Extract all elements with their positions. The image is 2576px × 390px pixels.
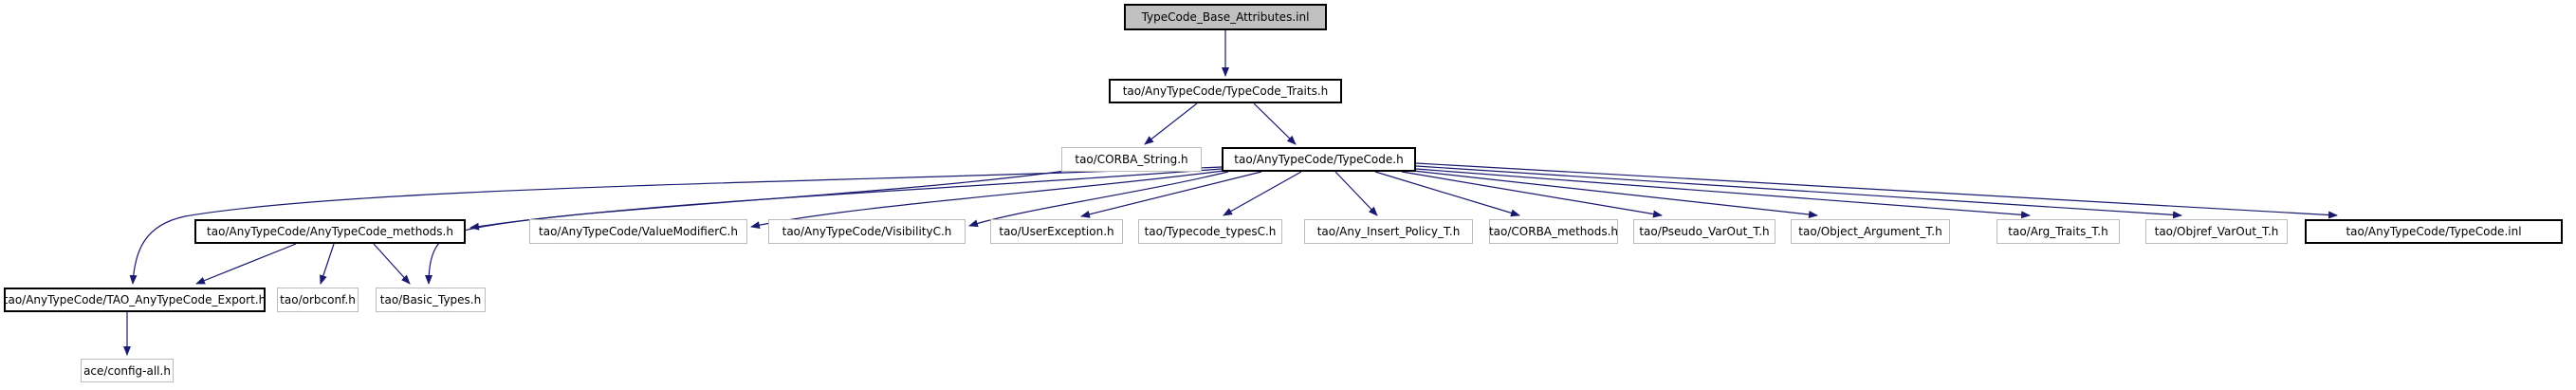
node-basic_types-label: tao/Basic_Types.h: [379, 293, 482, 306]
edge-typecode_h-userexc: [1080, 171, 1262, 218]
node-visibility: tao/AnyTypeCode/VisibilityC.h: [768, 219, 966, 244]
node-typecode_h[interactable]: tao/AnyTypeCode/TypeCode.h: [1222, 147, 1416, 172]
node-export[interactable]: tao/AnyTypeCode/TAO_AnyTypeCode_Export.h: [4, 288, 266, 312]
node-arg_traits-label: tao/Arg_Traits_T.h: [2008, 225, 2108, 238]
node-objref-label: tao/Objref_VarOut_T.h: [2154, 225, 2279, 238]
node-typecode_h-label: tao/AnyTypeCode/TypeCode.h: [1234, 153, 1404, 166]
edge-typecode_h-visibility: [968, 171, 1229, 228]
edge-corba_string-basic_types: [425, 170, 1067, 285]
node-pseudo: tao/Pseudo_VarOut_T.h: [1633, 219, 1776, 244]
node-ace-label: ace/config-all.h: [83, 363, 171, 378]
node-object_arg-label: tao/Object_Argument_T.h: [1798, 225, 1942, 238]
node-orbconf-label: tao/orbconf.h: [280, 293, 356, 306]
node-any_insert-label: tao/Any_Insert_Policy_T.h: [1316, 225, 1461, 238]
node-typesc-label: tao/Typecode_typesC.h: [1144, 225, 1277, 238]
node-corba_methods: tao/CORBA_methods.h: [1489, 219, 1618, 244]
edge-methods-export: [195, 243, 297, 285]
edge-typecode_h-valuemod: [750, 170, 1224, 230]
node-orbconf: tao/orbconf.h: [277, 288, 359, 312]
node-userexc-label: tao/UserException.h: [999, 225, 1114, 238]
node-corba_string-label: tao/CORBA_String.h: [1075, 153, 1188, 166]
edge-typecode_h-typesc: [1223, 171, 1302, 216]
edge-typecode_h-arg_traits: [1415, 168, 2031, 219]
node-corba_methods-label: tao/CORBA_methods.h: [1488, 225, 1619, 238]
edge-typecode_h-object_arg: [1412, 170, 1818, 218]
node-inl-label: tao/AnyTypeCode/TypeCode.inl: [2346, 225, 2522, 238]
node-methods-label: tao/AnyTypeCode/AnyTypeCode_methods.h: [207, 225, 453, 238]
node-object_arg: tao/Object_Argument_T.h: [1791, 219, 1950, 244]
edge-traits-corba_string: [1144, 102, 1198, 145]
node-methods[interactable]: tao/AnyTypeCode/AnyTypeCode_methods.h: [194, 219, 466, 244]
node-any_insert: tao/Any_Insert_Policy_T.h: [1304, 219, 1473, 244]
edge-typecode_h-pseudo: [1401, 171, 1663, 218]
node-objref: tao/Objref_VarOut_T.h: [2145, 219, 2288, 244]
node-valuemod: tao/AnyTypeCode/ValueModifierC.h: [529, 219, 747, 244]
node-ace: ace/config-all.h: [81, 359, 174, 382]
node-typesc: tao/Typecode_typesC.h: [1138, 219, 1282, 244]
edge-methods-basic_types: [373, 243, 411, 285]
node-root-label: TypeCode_Base_Attributes.inl: [1141, 10, 1310, 24]
node-valuemod-label: tao/AnyTypeCode/ValueModifierC.h: [539, 225, 738, 238]
node-traits-label: tao/AnyTypeCode/TypeCode_Traits.h: [1122, 84, 1329, 98]
node-inl[interactable]: tao/AnyTypeCode/TypeCode.inl: [2305, 219, 2563, 244]
node-arg_traits: tao/Arg_Traits_T.h: [1996, 219, 2120, 244]
node-export-label: tao/AnyTypeCode/TAO_AnyTypeCode_Export.h: [3, 293, 267, 306]
edge-typecode_h-export: [129, 166, 1223, 285]
node-corba_string: tao/CORBA_String.h: [1061, 147, 1202, 172]
node-visibility-label: tao/AnyTypeCode/VisibilityC.h: [782, 225, 952, 238]
edge-methods-orbconf: [320, 243, 335, 285]
node-pseudo-label: tao/Pseudo_VarOut_T.h: [1639, 225, 1770, 238]
edge-typecode_h-objref: [1415, 165, 2182, 219]
node-userexc: tao/UserException.h: [990, 219, 1123, 244]
edge-typecode_h-inl: [1415, 162, 2338, 219]
node-traits[interactable]: tao/AnyTypeCode/TypeCode_Traits.h: [1109, 79, 1342, 103]
node-root: TypeCode_Base_Attributes.inl: [1124, 4, 1327, 30]
node-basic_types: tao/Basic_Types.h: [376, 288, 486, 312]
edge-traits-typecode_h: [1253, 102, 1297, 145]
edge-typecode_h-corba_methods: [1374, 171, 1520, 217]
edge-typecode_h-any_insert: [1334, 171, 1378, 216]
